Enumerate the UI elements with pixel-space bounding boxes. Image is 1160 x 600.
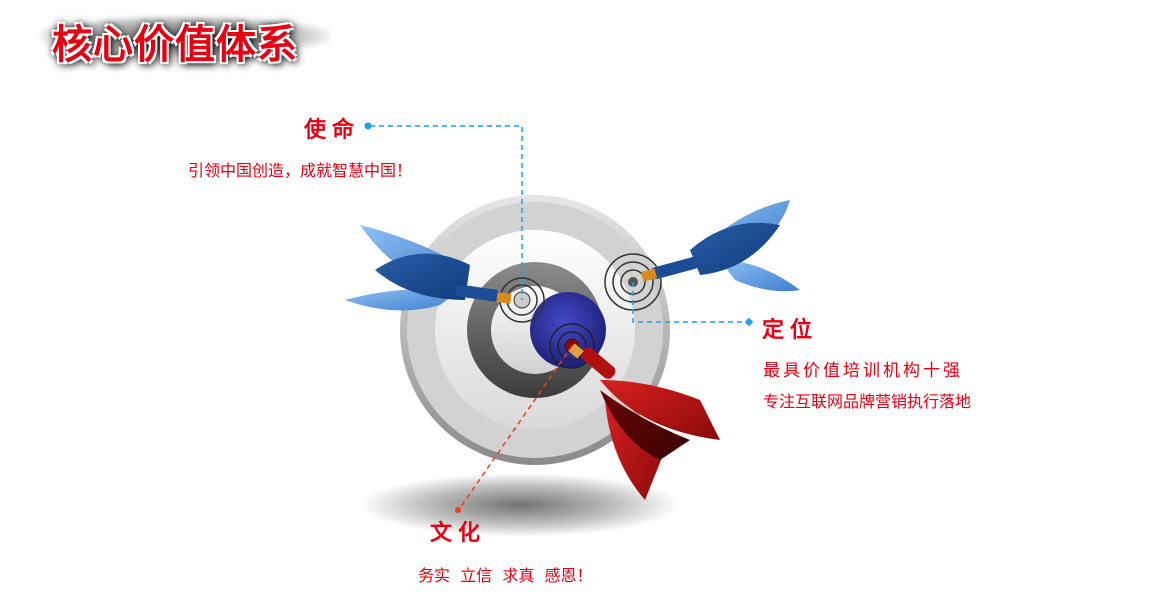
dart-icon xyxy=(568,343,720,500)
target-icon xyxy=(400,195,670,465)
positioning-line1: 最具价值培训机构十强 xyxy=(763,361,963,381)
mission-heading: 使命 xyxy=(304,118,361,143)
culture-connector xyxy=(455,345,573,513)
positioning-connector xyxy=(632,282,754,327)
dart-icon xyxy=(345,225,512,311)
culture-heading: 文化 xyxy=(430,521,487,546)
target-shadow xyxy=(360,473,680,537)
mission-text: 引领中国创造，成就智慧中国！ xyxy=(188,161,413,180)
title-shadow xyxy=(40,16,330,56)
dart-icon xyxy=(640,200,800,292)
mission-connector xyxy=(364,122,523,300)
culture-text: 务实 立信 求真 感恩！ xyxy=(418,566,593,585)
positioning-heading: 定位 xyxy=(762,318,819,343)
positioning-line2: 专注互联网品牌营销执行落地 xyxy=(763,392,972,411)
title-block: 核心价值体系 xyxy=(40,8,340,98)
page-title: 核心价值体系 xyxy=(52,22,298,68)
